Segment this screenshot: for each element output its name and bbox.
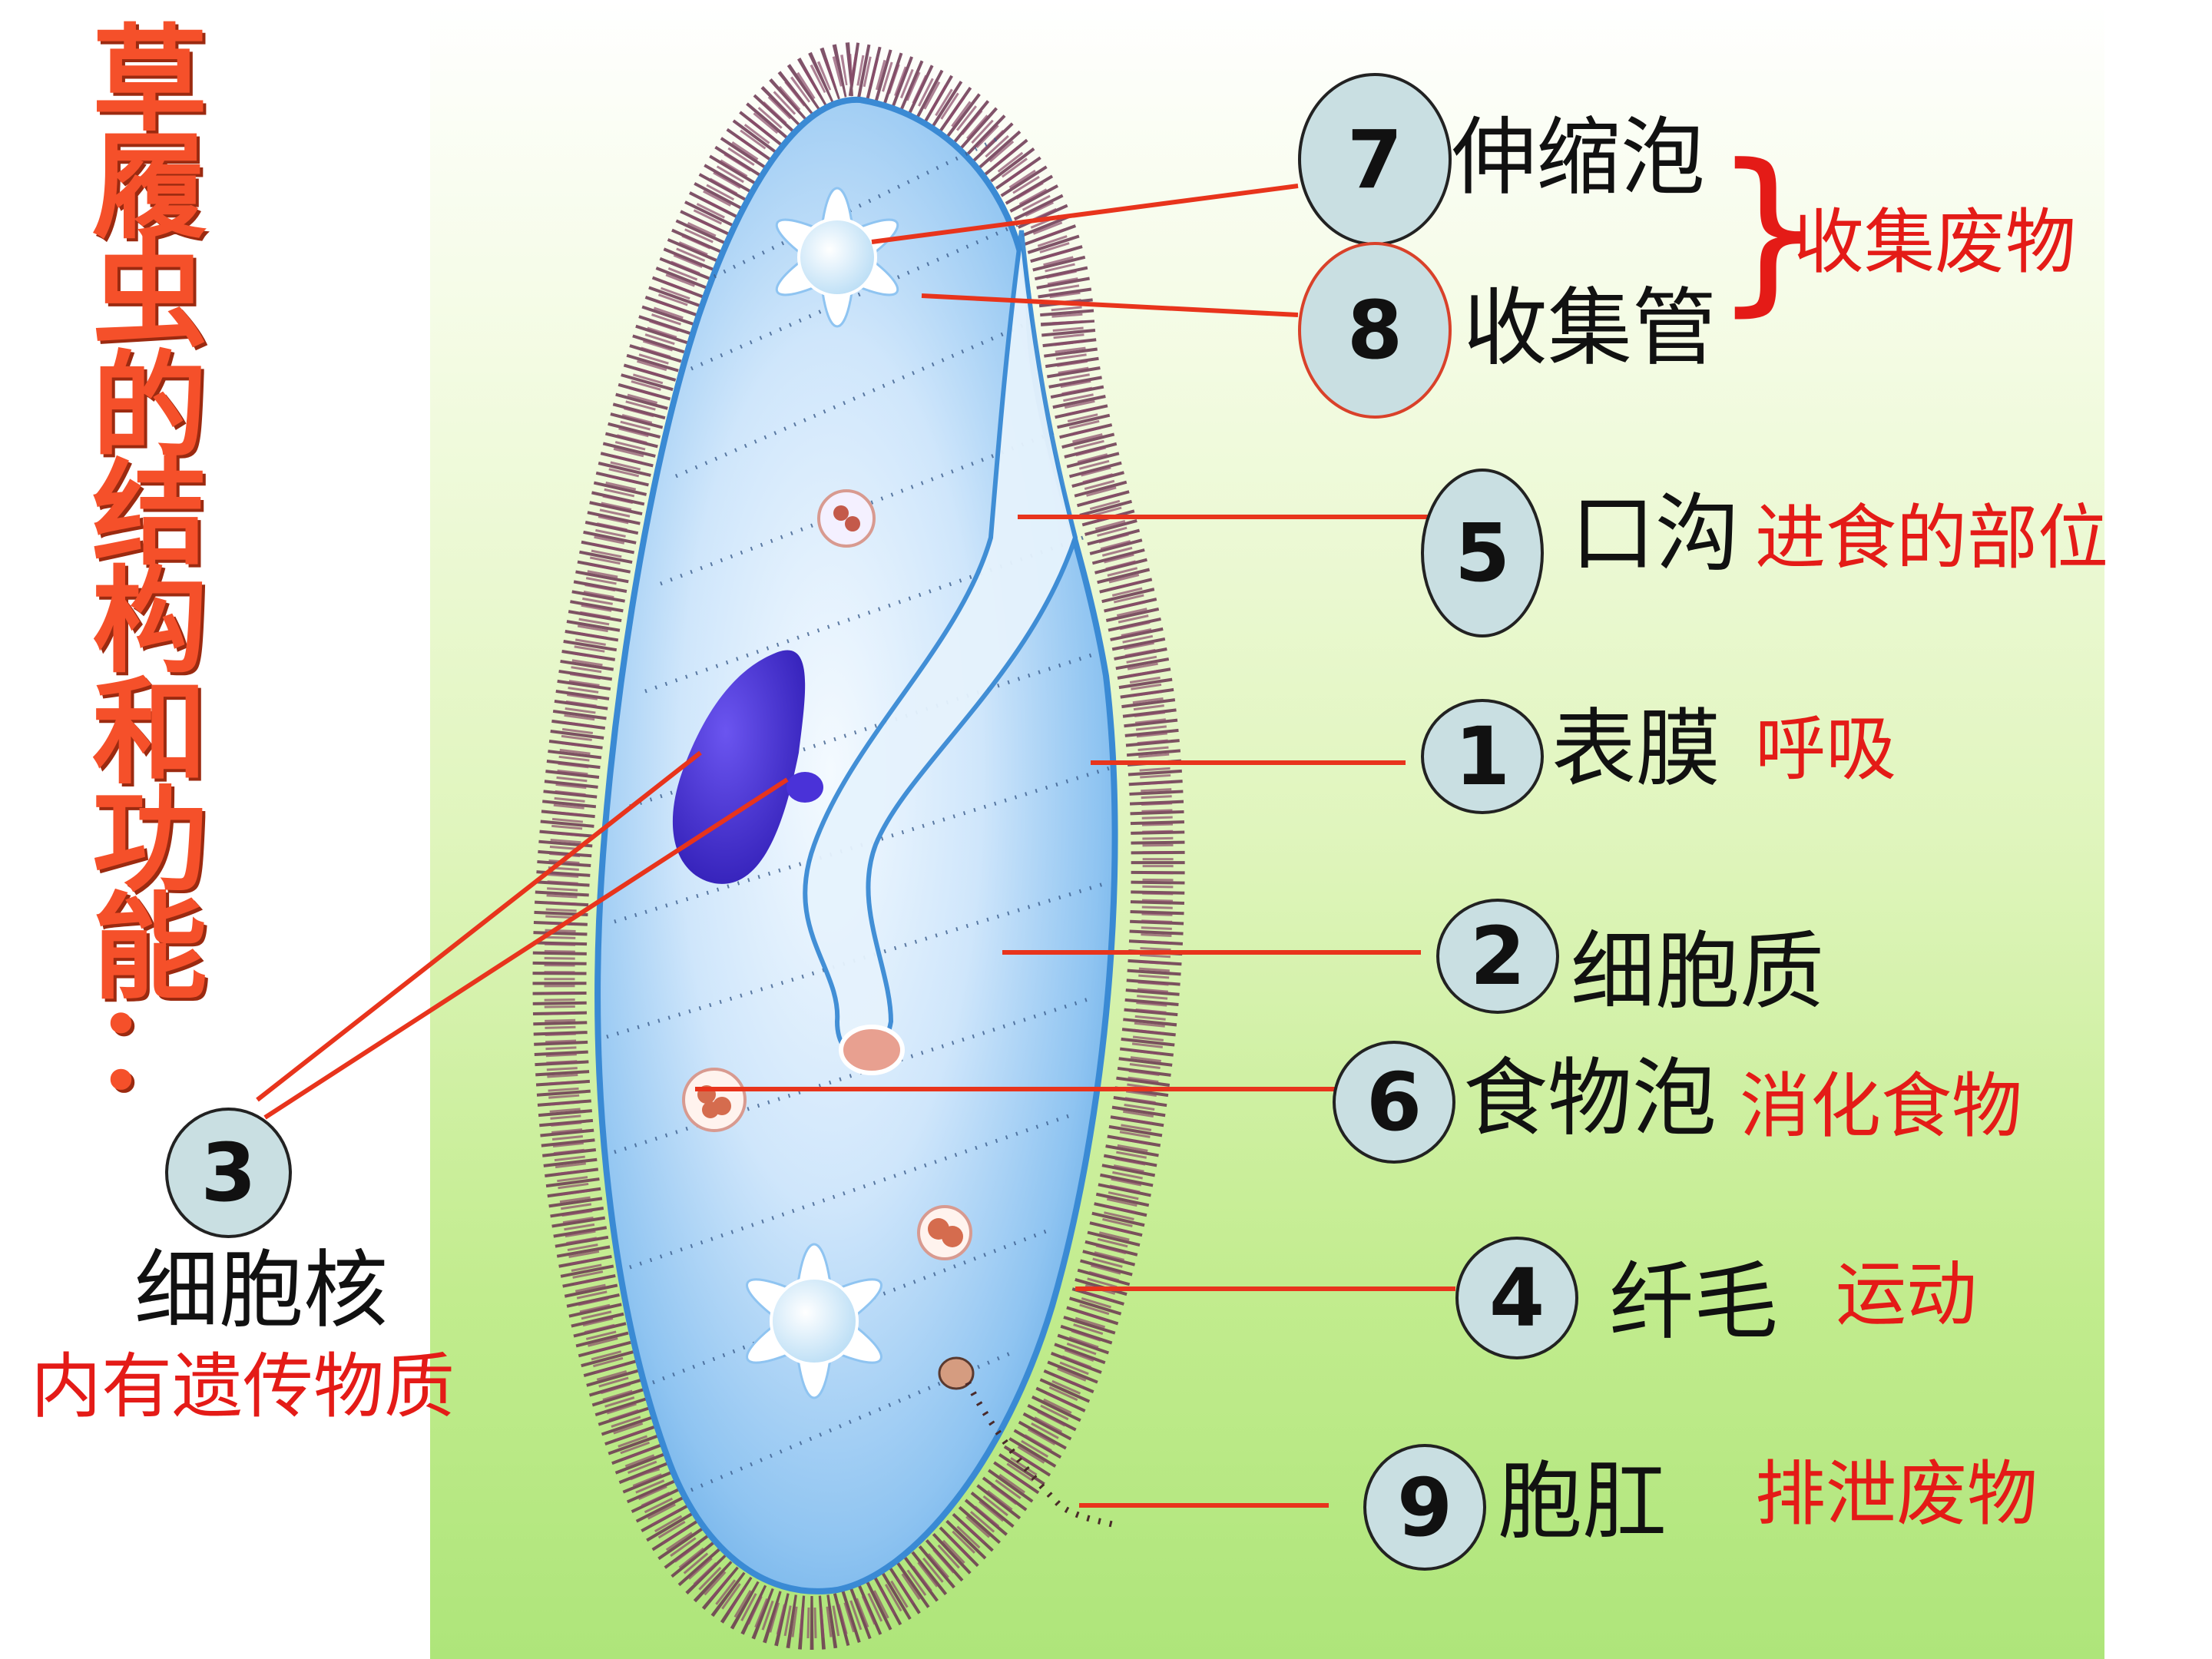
label-number-3: 3 [165,1108,292,1238]
label-number-1: 1 [1421,699,1544,814]
title-char: 构 [91,555,207,689]
title-char: 的 [91,340,207,474]
function-movement: 运动 [1836,1253,1978,1336]
title-char: 能 [91,882,207,1015]
label-contractile-vacuole: 伸缩泡 [1452,108,1705,207]
contractile-vacuole-top [775,187,899,328]
label-food-vacuole: 食物泡 [1463,1049,1717,1147]
title-char: 履 [91,121,207,255]
title-char: 结 [91,448,207,581]
micronucleus [786,772,823,803]
function-genetic-material: 内有遗传物质 [31,1346,455,1428]
function-digest-food: 消化食物 [1740,1065,2023,1147]
cilia-fringe [532,41,1185,1651]
label-cytoplasm: 细胞质 [1571,922,1824,1021]
leader-lines [256,184,1455,1508]
title-char: 虫 [91,229,207,363]
food-vacuoles [682,489,972,1260]
label-anal-pore: 胞肛 [1498,1452,1667,1551]
label-number-7: 7 [1298,73,1452,246]
label-number-9: 9 [1363,1444,1486,1571]
label-number-4: 4 [1455,1237,1578,1359]
title-char: 功 [91,774,207,908]
function-collect-waste: 收集废物 [1793,201,2077,283]
label-collecting-duct: 收集管 [1463,279,1717,377]
label-nucleus: 细胞核 [134,1241,388,1339]
title-char: ： [91,982,207,1115]
label-cilia: 纤毛 [1609,1253,1778,1351]
function-feeding-site: 进食的部位 [1755,497,2109,579]
label-number-2: 2 [1436,899,1559,1014]
function-excrete-waste: 排泄废物 [1755,1453,2038,1535]
label-oral-groove: 口沟 [1571,485,1740,583]
label-number-6: 6 [1333,1041,1455,1164]
macronucleus [672,650,806,884]
function-respiration: 呼吸 [1755,708,1897,790]
label-number-8: 8 [1298,242,1452,419]
label-number-5: 5 [1421,469,1544,637]
contractile-vacuole-bottom [746,1243,882,1399]
brace: } [1713,127,1826,333]
label-pellicle: 表膜 [1551,700,1720,798]
anal-pore [938,1356,1114,1528]
title-char: 草 [91,14,207,147]
title-char: 和 [91,667,207,800]
